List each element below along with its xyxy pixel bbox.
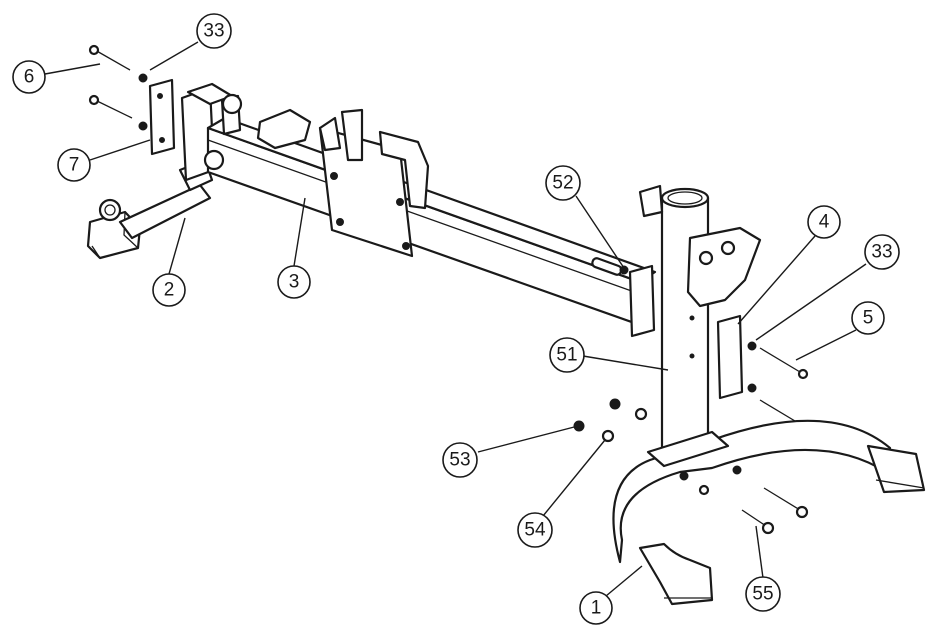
seat-bracket-part bbox=[318, 108, 430, 258]
svg-text:4: 4 bbox=[819, 212, 830, 233]
svg-text:53: 53 bbox=[449, 450, 470, 471]
callout-7: 7 bbox=[57, 148, 91, 182]
callout-6: 6 bbox=[12, 60, 46, 94]
callout-33-front: 33 bbox=[864, 234, 900, 270]
svg-text:51: 51 bbox=[556, 345, 577, 366]
callout-4: 4 bbox=[807, 205, 841, 239]
callout-1: 1 bbox=[579, 591, 613, 625]
front-base-part bbox=[612, 419, 926, 606]
svg-text:33: 33 bbox=[871, 242, 892, 263]
svg-text:3: 3 bbox=[289, 272, 300, 293]
svg-text:1: 1 bbox=[591, 598, 602, 619]
rear-bolts bbox=[88, 44, 148, 131]
rear-base-part bbox=[86, 158, 214, 260]
side-plate-part bbox=[716, 314, 809, 425]
svg-text:7: 7 bbox=[69, 155, 80, 176]
upright-post-part bbox=[638, 184, 762, 452]
svg-text:33: 33 bbox=[203, 21, 224, 42]
callout-2: 2 bbox=[152, 273, 186, 307]
callout-5: 5 bbox=[851, 301, 885, 335]
callout-55: 55 bbox=[745, 576, 781, 612]
svg-text:55: 55 bbox=[752, 584, 773, 605]
callout-3: 3 bbox=[277, 265, 311, 299]
callout-33-rear: 33 bbox=[196, 13, 232, 49]
front-bolts bbox=[573, 398, 809, 535]
callout-leader-lines bbox=[44, 41, 867, 597]
callout-51: 51 bbox=[549, 337, 585, 373]
callout-53: 53 bbox=[442, 442, 478, 478]
callout-54: 54 bbox=[517, 512, 553, 548]
svg-text:5: 5 bbox=[863, 308, 874, 329]
svg-text:6: 6 bbox=[24, 67, 35, 88]
main-beam-part bbox=[203, 93, 657, 327]
callout-52: 52 bbox=[545, 165, 581, 201]
svg-text:2: 2 bbox=[164, 280, 175, 301]
front-end-plate-part bbox=[619, 264, 656, 338]
svg-text:52: 52 bbox=[552, 173, 573, 194]
svg-text:54: 54 bbox=[524, 520, 546, 541]
